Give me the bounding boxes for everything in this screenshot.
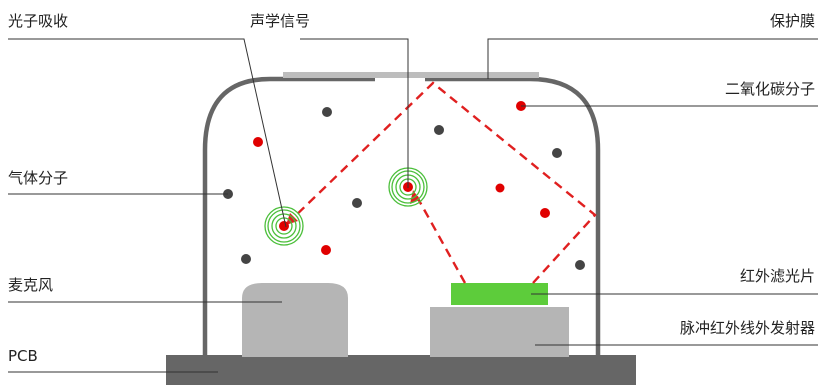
label-photon-absorption: 光子吸收 (8, 12, 69, 30)
label-ir-filter: 红外滤光片 (739, 267, 815, 285)
co2-molecules (253, 101, 550, 255)
label-pulsed-ir-emitter: 脉冲红外线外发射器 (679, 319, 815, 337)
label-co2-molecule: 二氧化碳分子 (724, 80, 815, 98)
leader-lines (8, 38, 818, 373)
protective-film (283, 72, 539, 78)
pcb-board (166, 355, 636, 385)
label-gas-molecule: 气体分子 (8, 169, 69, 187)
label-pcb: PCB (8, 347, 38, 365)
microphone (242, 283, 348, 357)
label-microphone: 麦克风 (8, 276, 54, 294)
label-protective-film: 保护膜 (769, 12, 815, 30)
ir-emitter (430, 307, 569, 357)
gas-molecules (223, 107, 585, 270)
ir-beam-path-left (414, 194, 467, 284)
acoustic-wave-left (264, 206, 304, 246)
ir-filter (451, 283, 548, 305)
ir-beam-path-right (288, 81, 597, 284)
sensor-housing (202, 76, 601, 357)
label-acoustic-signal: 声学信号 (250, 12, 311, 30)
